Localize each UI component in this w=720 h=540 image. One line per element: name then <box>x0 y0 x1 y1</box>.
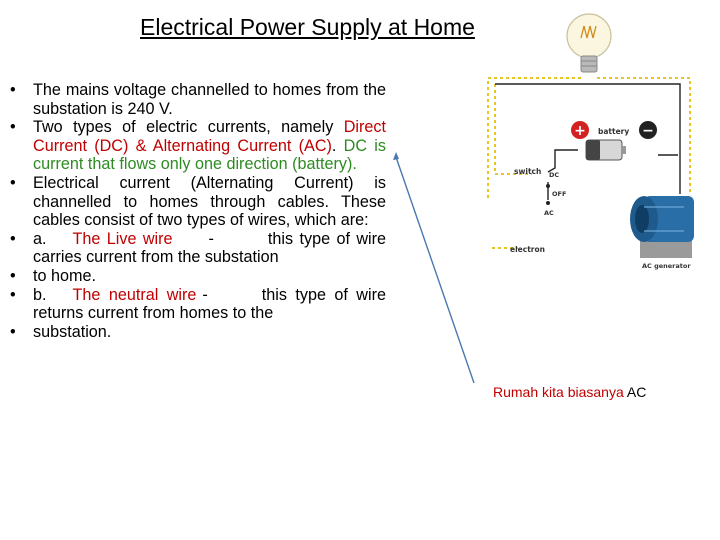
bullet-text: this type of wire returns current from h… <box>33 285 386 323</box>
live-wire-label: The Live wire <box>72 229 173 248</box>
wire-black <box>495 83 681 200</box>
bullet-text: The mains voltage channelled to homes fr… <box>33 81 386 118</box>
svg-text:+: + <box>574 123 586 139</box>
bullet-text: to home. <box>33 266 96 285</box>
dc-label: DC <box>549 171 559 179</box>
battery-icon <box>585 139 626 161</box>
bullet-item: Two types of electric currents, namely D… <box>10 118 386 174</box>
bullet-highlight-currents: Direct Current (DC) & Alternating Curren… <box>33 118 386 155</box>
bullet-item: substation. <box>10 323 386 342</box>
bullet-marker: a. <box>33 229 47 248</box>
svg-text:−: − <box>642 123 654 139</box>
bullet-text: this type of wire carries current from t… <box>33 229 386 267</box>
caption-text: Rumah kita biasanya <box>493 384 627 400</box>
electron-label: electron <box>510 245 545 254</box>
neutral-wire-label: The neutral wire <box>72 285 197 304</box>
bullet-dash: - <box>202 285 208 304</box>
switch-contact <box>546 201 550 205</box>
bullet-item: Electrical current (Alternating Current)… <box>10 174 386 230</box>
switch-label: switch <box>514 167 541 176</box>
bullet-item: b. The neutral wire-this type of wire ret… <box>10 286 386 323</box>
bullet-text: Two types of electric currents, namely <box>33 118 344 137</box>
bullet-dash: - <box>208 229 214 248</box>
light-bulb-icon <box>566 13 612 73</box>
bullet-text: Electrical current (Alternating Current)… <box>33 173 386 230</box>
bullet-item: to home. <box>10 267 386 286</box>
ac-generator-label: AC generator <box>642 262 691 270</box>
bullet-text: . <box>331 136 344 155</box>
plus-icon: + <box>571 121 589 139</box>
off-label: OFF <box>552 190 566 198</box>
bullet-item: The mains voltage channelled to homes fr… <box>10 81 386 118</box>
ac-label: AC <box>544 209 554 217</box>
page-title: Electrical Power Supply at Home <box>140 14 475 40</box>
ac-generator-icon <box>630 196 694 258</box>
caption-ac: AC <box>626 384 647 400</box>
diagram-caption: Rumah kita biasanya AC <box>493 384 646 400</box>
bullet-item: a. The Live wire -this type of wire carrie… <box>10 230 386 267</box>
battery-label: battery <box>598 127 629 136</box>
wire-loop <box>487 77 691 249</box>
bullet-list: The mains voltage channelled to homes fr… <box>10 81 386 341</box>
bullet-text: substation. <box>33 322 112 341</box>
circuit-diagram: + − battery switch DC OFF AC electron AC… <box>487 13 694 270</box>
switch-pivot <box>546 184 550 188</box>
bullet-marker: b. <box>33 285 47 304</box>
bullet-highlight-dc: DC is current that flows only one direct… <box>33 136 386 174</box>
minus-icon: − <box>639 121 657 139</box>
